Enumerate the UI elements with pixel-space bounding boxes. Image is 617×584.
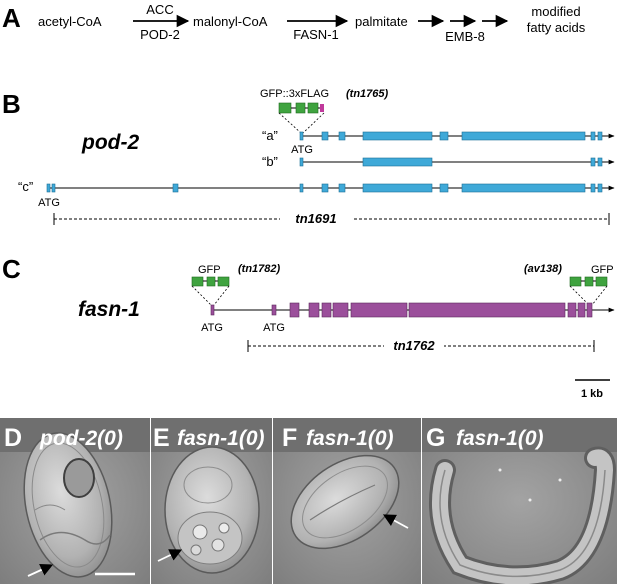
av138-allele-label: (av138) <box>524 263 562 275</box>
fasn1-exons <box>210 302 593 318</box>
product-line1: modified <box>531 4 580 19</box>
isoform-c-exons <box>46 183 603 193</box>
atg-a-label: ATG <box>291 144 313 156</box>
photo-title-f: fasn-1(0) <box>306 427 394 450</box>
pod2-enzyme-label: POD-2 <box>140 27 180 42</box>
gfp-left-insert <box>191 276 230 306</box>
pod2-gene-name: pod-2 <box>81 131 139 154</box>
arrow-e <box>157 549 183 562</box>
photo-title-e: fasn-1(0) <box>177 427 265 450</box>
panel-label-b: B <box>2 89 21 119</box>
tn1762-deletion <box>247 338 595 354</box>
gfp-right-insert <box>569 276 608 306</box>
gfp-flag-insert <box>278 102 325 134</box>
atg-c-label: ATG <box>38 197 60 209</box>
photo-label-f: F <box>282 424 297 452</box>
photo-separators <box>150 418 422 584</box>
tn1782-allele-label: (tn1782) <box>238 263 281 275</box>
isoform-b-label: “b” <box>262 154 278 169</box>
isoform-b-exons <box>299 157 603 167</box>
gfp-left-label: GFP <box>198 264 221 276</box>
panel-label-a: A <box>2 3 21 33</box>
atg1-label: ATG <box>201 322 223 334</box>
gfp-right-label: GFP <box>591 264 614 276</box>
photo-label-d: D <box>4 424 22 452</box>
panel-a: A acetyl-CoA ACC POD-2 malonyl-CoA FASN-… <box>2 2 586 44</box>
gfp-flag-tag-label: GFP::3xFLAG <box>260 88 329 100</box>
fasn1-gene-name: fasn-1 <box>78 298 140 321</box>
arrow-f <box>382 514 409 529</box>
tn1691-deletion <box>53 211 610 227</box>
photo-label-e: E <box>153 424 170 452</box>
panel-label-c: C <box>2 254 21 284</box>
malonyl-coa-label: malonyl-CoA <box>193 14 268 29</box>
photo-label-g: G <box>426 424 445 452</box>
acetyl-coa-label: acetyl-CoA <box>38 14 102 29</box>
scale-bar-label: 1 kb <box>581 388 603 400</box>
emb8-enzyme-label: EMB-8 <box>445 29 485 44</box>
atg2-label: ATG <box>263 322 285 334</box>
isoform-a-label: “a” <box>262 128 278 143</box>
product-line2: fatty acids <box>527 20 586 35</box>
fasn1-enzyme-label: FASN-1 <box>293 27 339 42</box>
tn1765-allele-label: (tn1765) <box>346 88 389 100</box>
photo-panel-e <box>151 418 272 584</box>
isoform-c-label: “c” <box>18 179 33 194</box>
photo-panel-d <box>0 418 150 584</box>
photo-title-g: fasn-1(0) <box>456 427 544 450</box>
acc-label: ACC <box>146 2 173 17</box>
panel-c: C fasn-1 GFP (tn1782) (av138) GFP <box>2 254 615 400</box>
photo-title-d: pod-2(0) <box>39 427 123 450</box>
arrow-d <box>27 563 54 577</box>
tn1762-label: tn1762 <box>393 338 435 353</box>
isoform-a-exons <box>299 131 603 141</box>
photo-panel-g <box>422 418 617 584</box>
tn1691-label: tn1691 <box>295 211 336 226</box>
palmitate-label: palmitate <box>355 14 408 29</box>
panel-b: B pod-2 GFP::3xFLAG (tn1765) “a” <box>2 88 615 227</box>
photo-panel-f <box>273 418 421 584</box>
